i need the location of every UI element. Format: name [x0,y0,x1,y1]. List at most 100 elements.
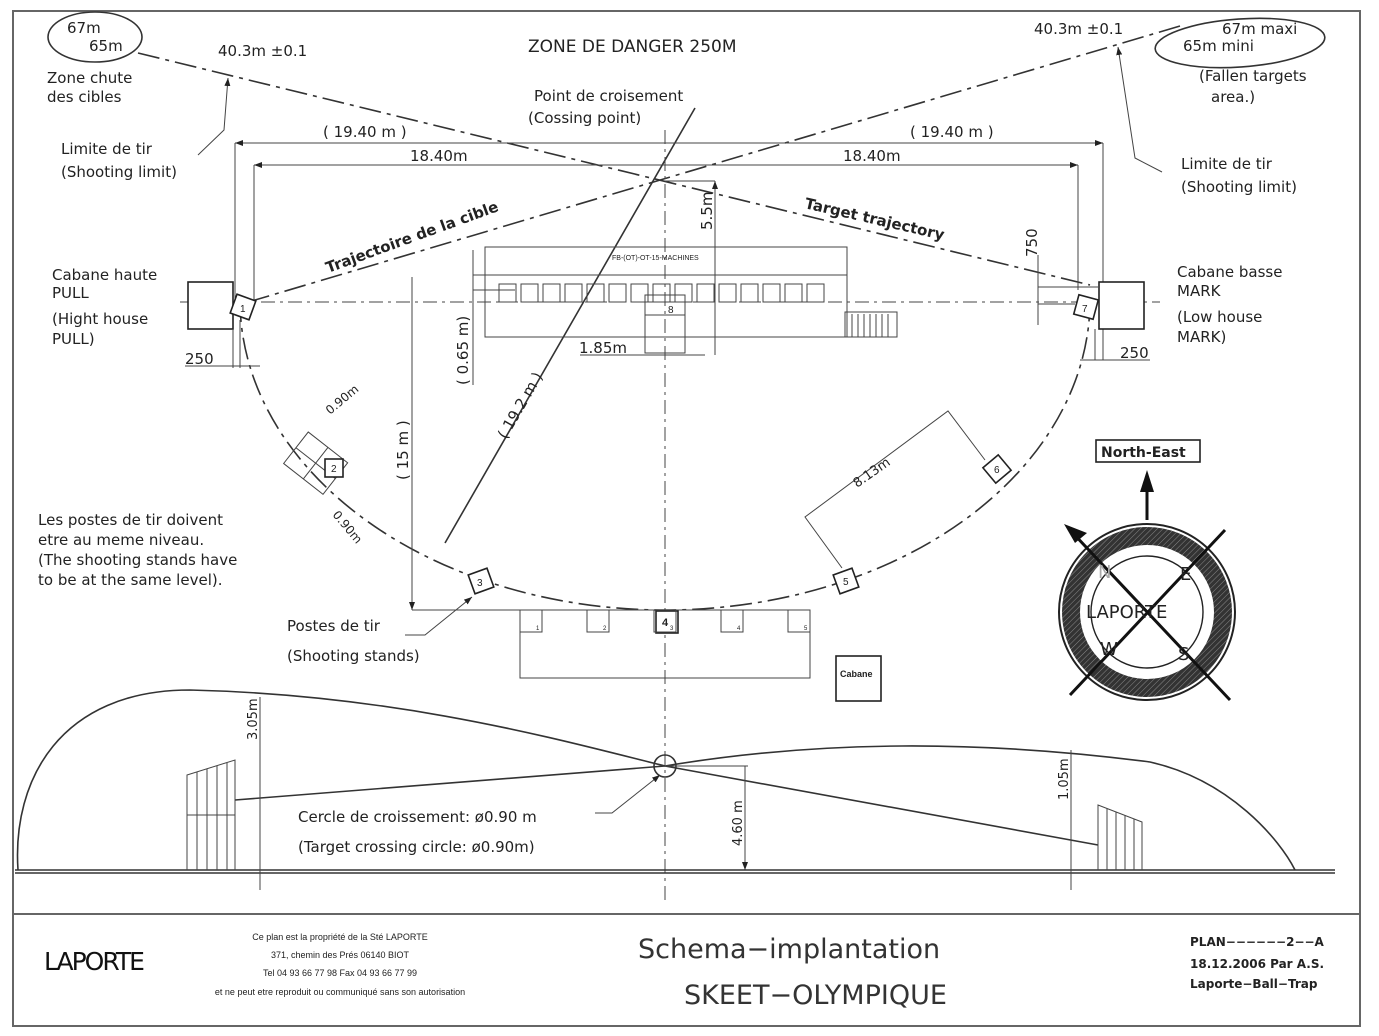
low-house-mark: MARK [1177,282,1222,300]
compass-ring [1062,527,1232,697]
trap-machine [520,283,539,303]
station-8-label: 8 [668,305,674,316]
distance-right: 40.3m ±0.1 [1034,20,1123,38]
note-line-1: Les postes de tir doivent [38,511,223,529]
left-fall-label: Zone chute [47,69,132,87]
trap-house: FB-(OT)-OT-15-MACHINES [484,246,898,338]
danger-zone-title: ZONE DE DANGER 250M [528,37,737,57]
stand-box [586,609,610,633]
dim-inner-right: 18.40m [843,147,901,165]
station-5-box [832,567,860,595]
trap-machine [696,283,715,303]
left-fall-max: 67m [67,19,101,37]
dim-outer-right: ( 19.40 m ) [910,123,994,141]
footer-owner-3: Tel 04 93 66 77 98 Fax 04 93 66 77 99 [263,968,417,978]
crossing-radius-line [444,107,696,544]
trap-machine [674,283,693,303]
note-line-4: to be at the same level). [38,571,222,589]
high-house-pull: PULL [52,284,89,302]
dim-065: ( 0.65 m) [454,316,472,385]
dim-15: ( 15 m ) [394,420,412,480]
dim-185: 1.85m [579,339,627,357]
high-house-label: Cabane haute [52,266,157,284]
trap-machine [586,283,605,303]
low-house: 7 750 250 [1023,228,1150,362]
dimension-18-40: 18.40m 18.40m [253,147,1079,300]
stand-number: 5 [804,626,808,632]
dim-250-right: 250 [1120,344,1149,362]
station-6-box [981,453,1013,485]
dim-305: 3.05m [246,698,261,740]
low-house-mark-en: MARK) [1177,328,1226,346]
station-2-box [324,458,344,478]
footer-company: Laporte−Ball−Trap [1190,977,1318,991]
shooting-limit-left-fr: Limite de tir [61,140,153,158]
station-4-box [655,610,679,634]
shooting-limit-leader-left [197,77,231,156]
stand-box [787,609,811,633]
footer-owner-4: et ne peut etre reproduit ou communiqué … [215,987,465,997]
trap-machine [806,283,825,303]
crossing-circle-en: (Target crossing circle: ø0.90m) [298,838,535,856]
title-block: LAPORTE Ce plan est la propriété de la S… [44,932,1325,1011]
compass-e: E [1180,564,1191,585]
note-line-3: (The shooting stands have [38,551,237,569]
dim-19-2: ( 19.2 m ) [494,369,547,442]
crossing-circle-fr: Cercle de croissement: ø0.90 m [298,808,537,826]
station-1-label: 1 [240,304,246,315]
north-east-label: North-East [1101,445,1186,461]
footer-logo: LAPORTE [44,947,144,976]
stands-label-en: (Shooting stands) [287,647,420,665]
trajectory-label-en: Target trajectory [803,194,946,244]
trap-machine [542,283,561,303]
elevation-view: 3.05m 4.60 m 1.05m Cercle de croissement… [15,689,1335,890]
stands-label-fr: Postes de tir [287,617,381,635]
dim-750: 750 [1023,228,1041,257]
compass-n: N [1098,562,1111,583]
low-house-label-en: (Low house [1177,308,1262,326]
footer-owner-2: 371, chemin des Prés 06140 BIOT [271,950,410,960]
note-line-2: etre au meme niveau. [38,531,204,549]
stand-box [519,609,543,633]
right-fall-label: (Fallen targets [1199,67,1307,85]
dim-460: 4.60 m [731,800,746,846]
compass-brand: LAPORTE [1086,602,1167,623]
high-house-label-en: (Hight house [52,310,148,328]
right-fall-zone: 67m maxi 65m mini (Fallen targets area.) [1154,17,1326,106]
stand-box [653,609,677,633]
crossing-point-en: (Cossing point) [528,109,641,127]
shooting-limit-left-en: (Shooting limit) [61,163,177,181]
low-house-label: Cabane basse [1177,263,1282,281]
dim-105: 1.05m [1057,758,1072,800]
station-3-box [467,567,495,595]
machines-label: FB-(OT)-OT-15-MACHINES [612,255,699,262]
trajectory-label-fr: Trajectoire de la cible [323,197,501,276]
shooting-limit-leader-right [1116,46,1163,173]
compass-rose: North-East LAPORTE N E S W [1058,439,1236,702]
trap-machine [740,283,759,303]
station-7-label: 7 [1082,304,1088,315]
dim-813: 8.13m [851,455,894,491]
target-line-from-high-house [137,52,1091,286]
footer-title-2: SKEET−OLYMPIQUE [684,980,947,1011]
stand-number: 2 [603,626,607,632]
dimension-19-40: ( 19.40 m ) ( 19.40 m ) [234,123,1104,360]
footer-owner-1: Ce plan est la propriété de la Sté LAPOR… [252,932,427,942]
left-fall-zone: 67m 65m Zone chute des cibles [47,11,143,106]
stand-box [720,609,744,633]
trap-machine [718,283,737,303]
footer-plan: PLAN−−−−−−2−−A [1190,935,1325,949]
dim-inner-left: 18.40m [410,147,468,165]
dim-090-a: 0.90m [323,382,361,417]
trap-machine [630,283,649,303]
trap-machine [652,283,671,303]
footer-title-1: Schema−implantation [638,934,940,965]
stand-number: 4 [737,626,741,632]
cabane-label: Cabane [840,669,873,679]
station-4-label: 4 [662,617,669,629]
right-fall-label-2: area.) [1211,88,1255,106]
cabane-box [835,655,882,702]
trap-machine [762,283,781,303]
